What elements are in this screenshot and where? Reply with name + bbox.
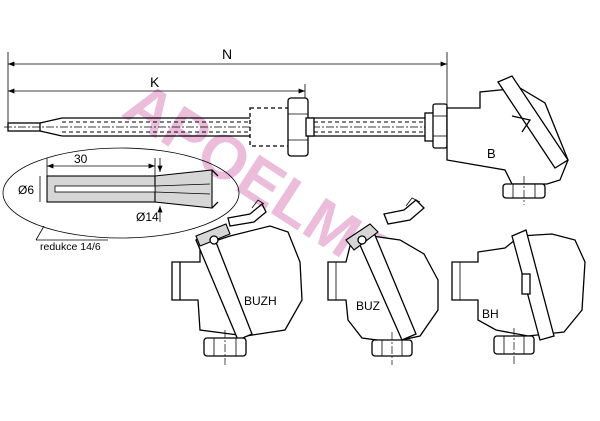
- head-view-buzh: BUZH: [171, 199, 303, 365]
- tip-diameter-label: Ø6: [18, 183, 34, 197]
- reduction-note: redukce 14/6: [40, 241, 101, 253]
- dimension-k: K: [7, 74, 306, 100]
- head-b-label: B: [487, 146, 496, 161]
- head-view-bh: BH: [451, 229, 586, 364]
- probe-sheath: [4, 117, 470, 137]
- compression-fitting: [249, 97, 315, 157]
- dimension-k-label: K: [150, 74, 160, 90]
- head-view-bh-label: BH: [482, 307, 499, 321]
- dimension-n: N: [7, 46, 448, 125]
- detail-ellipse: [2, 147, 240, 239]
- head-view-buz: BUZ: [327, 197, 439, 365]
- reduction-detail: 30 Ø6 Ø14 redukce 14/6: [2, 147, 240, 253]
- head-collar: [424, 103, 448, 149]
- sheath-diameter-label: Ø14: [136, 210, 159, 224]
- dimension-n-label: N: [222, 46, 232, 62]
- head-view-buz-label: BUZ: [356, 299, 380, 313]
- head-view-buzh-label: BUZH: [244, 294, 277, 308]
- head-b: B: [446, 75, 569, 205]
- reduction-length-label: 30: [74, 152, 88, 166]
